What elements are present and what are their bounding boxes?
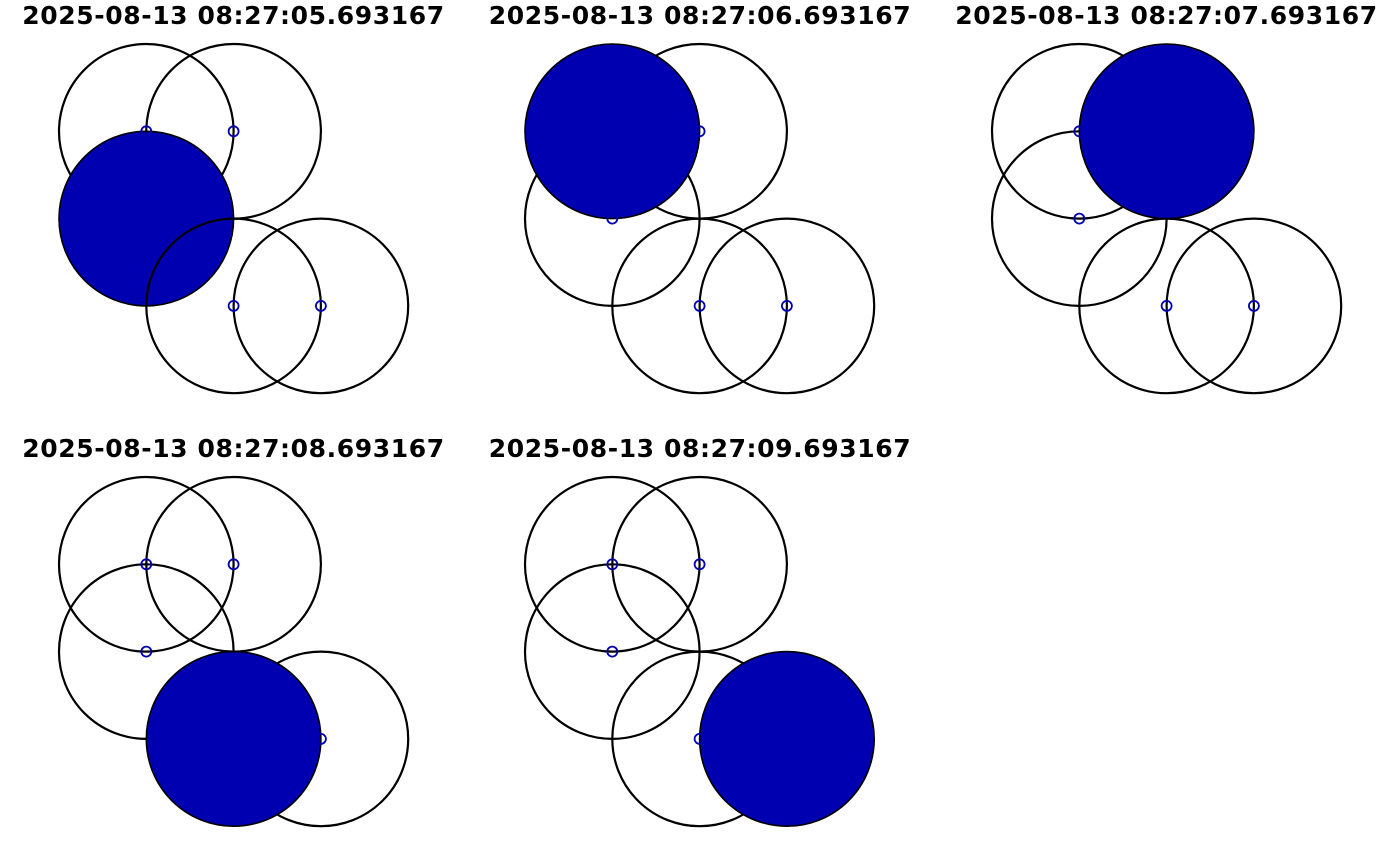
center-marker bbox=[314, 733, 327, 745]
center-marker bbox=[1160, 299, 1173, 312]
center-marker bbox=[227, 299, 240, 312]
outline-circle bbox=[523, 475, 701, 653]
center-marker bbox=[1073, 125, 1086, 138]
center-marker bbox=[227, 558, 240, 571]
center-marker bbox=[693, 299, 706, 312]
active-circle bbox=[524, 43, 701, 220]
panel-title: 2025-08-13 08:27:05.693167 bbox=[22, 1, 444, 30]
active-circle bbox=[58, 130, 235, 307]
center-marker bbox=[140, 125, 153, 138]
panel-title: 2025-08-13 08:27:07.693167 bbox=[955, 1, 1377, 30]
outline-circle bbox=[145, 217, 323, 395]
center-marker bbox=[140, 645, 153, 658]
outline-circle bbox=[232, 217, 410, 395]
panel-title: 2025-08-13 08:27:08.693167 bbox=[22, 434, 444, 463]
active-circle bbox=[1078, 43, 1255, 220]
outline-circle bbox=[698, 217, 876, 395]
outline-circle bbox=[57, 475, 235, 653]
center-marker bbox=[781, 299, 793, 312]
panel-3: 2025-08-13 08:27:07.693167 bbox=[955, 1, 1377, 395]
outline-circle bbox=[611, 217, 788, 395]
panel-2: 2025-08-13 08:27:06.693167 bbox=[489, 1, 911, 395]
center-marker bbox=[314, 299, 327, 312]
active-circle bbox=[698, 650, 876, 828]
panel-1: 2025-08-13 08:27:05.693167 bbox=[22, 1, 444, 395]
panel-4: 2025-08-13 08:27:08.693167 bbox=[22, 434, 444, 828]
center-marker bbox=[606, 212, 619, 225]
center-marker bbox=[693, 733, 706, 745]
center-marker bbox=[693, 558, 706, 571]
panel-title: 2025-08-13 08:27:06.693167 bbox=[489, 1, 911, 30]
center-marker bbox=[606, 645, 619, 658]
center-marker bbox=[227, 125, 240, 138]
outline-circle bbox=[1165, 217, 1343, 395]
active-circle bbox=[145, 650, 322, 828]
center-marker bbox=[1248, 299, 1260, 312]
center-marker bbox=[1073, 212, 1086, 225]
center-marker bbox=[693, 125, 706, 138]
center-marker bbox=[140, 558, 153, 571]
panel-5: 2025-08-13 08:27:09.693167 bbox=[489, 434, 911, 828]
panel-title: 2025-08-13 08:27:09.693167 bbox=[489, 434, 911, 463]
center-marker bbox=[606, 558, 619, 571]
